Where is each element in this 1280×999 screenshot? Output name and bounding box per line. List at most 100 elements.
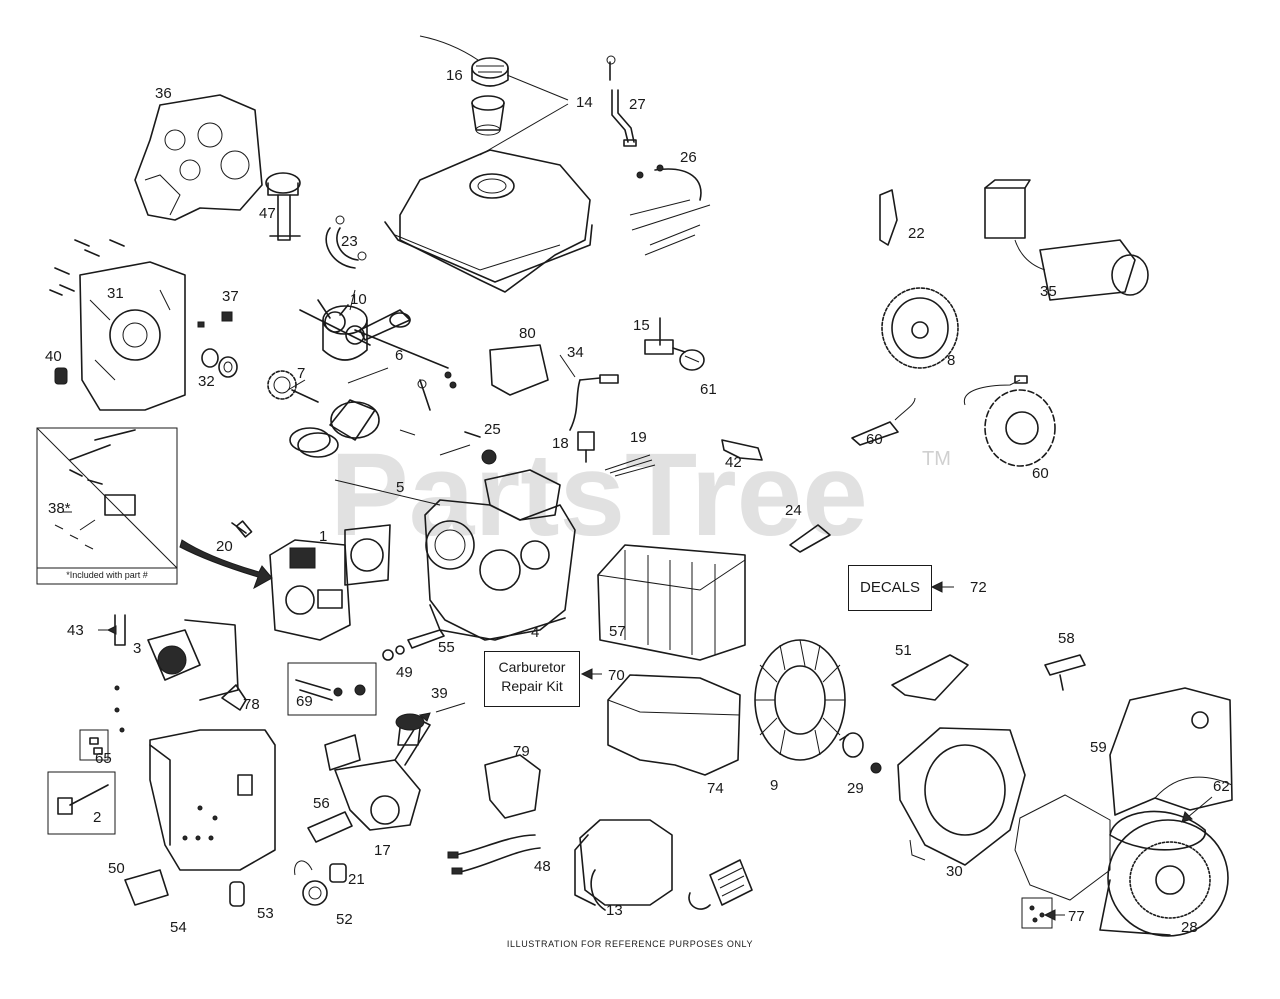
part-1-gasket	[344, 524, 391, 586]
part-53-switch	[229, 881, 245, 907]
part-50-shroud	[149, 729, 276, 871]
callout: 16	[446, 67, 463, 84]
callout: 7	[297, 365, 305, 382]
part-18-coil	[577, 431, 595, 463]
part-54-lever	[124, 869, 169, 906]
part-77-screws	[1021, 897, 1053, 929]
callout: 9	[770, 777, 778, 794]
callout: 56	[313, 795, 330, 812]
part-38-inset-box	[36, 427, 178, 585]
callout: 31	[107, 285, 124, 302]
callout: 60	[866, 431, 883, 448]
callout: 62	[1213, 778, 1230, 795]
part-39-knob	[395, 713, 425, 746]
callout: 79	[513, 743, 530, 760]
part-78-bracket	[221, 684, 247, 711]
callout: 27	[629, 96, 646, 113]
watermark-text: PartsTree	[330, 429, 868, 561]
part-16-strainer	[471, 95, 505, 136]
part-28-recoil-starter	[1099, 819, 1229, 937]
part-74-heat-shield	[607, 674, 741, 776]
callout: 50	[108, 860, 125, 877]
part-27-fuel-line	[606, 55, 637, 147]
part-34-sensor	[569, 374, 619, 431]
part-30-blower-housing	[897, 727, 1026, 866]
part-19-wires	[604, 454, 656, 477]
part-57-muffler-screen	[597, 544, 746, 661]
part-8-flywheel	[881, 287, 959, 369]
callout: 49	[396, 664, 413, 681]
part-65-clips	[79, 729, 109, 761]
part-60-stator	[963, 375, 1056, 467]
callout: 55	[438, 639, 455, 656]
callout: 30	[946, 863, 963, 880]
callout: 10	[350, 291, 367, 308]
callout: 42	[725, 454, 742, 471]
part-32-seal	[201, 348, 238, 378]
part-21-switch	[329, 863, 347, 883]
callout: 77	[1068, 908, 1085, 925]
part-29-hub	[839, 732, 882, 774]
callout: 5	[396, 479, 404, 496]
part-23-tube	[325, 215, 367, 269]
callout: 39	[431, 685, 448, 702]
part-56-bracket	[307, 811, 353, 843]
callout: 60	[1032, 465, 1049, 482]
callout: 17	[374, 842, 391, 859]
part-31-bolts	[49, 239, 125, 296]
part-36-gasket	[134, 94, 263, 221]
callout: 72	[970, 579, 987, 596]
callout: 22	[908, 225, 925, 242]
callout: 19	[630, 429, 647, 446]
callout: 70	[608, 667, 625, 684]
callout: 48	[534, 858, 551, 875]
callout: 37	[222, 288, 239, 305]
callout: 24	[785, 502, 802, 519]
callout: 40	[45, 348, 62, 365]
part-69-kit	[287, 662, 377, 716]
callout: 43	[67, 622, 84, 639]
part-3-spacer	[114, 619, 239, 733]
part-14-fuel-tank	[384, 149, 593, 293]
callout: 13	[606, 902, 623, 919]
part-13-guard	[709, 859, 753, 906]
callout: 14	[576, 94, 593, 111]
callout: 36	[155, 85, 172, 102]
part-24-clip	[789, 524, 831, 553]
callout: 61	[700, 381, 717, 398]
callout: 4	[531, 624, 539, 641]
callout: 1	[319, 528, 327, 545]
callout: 69	[296, 693, 313, 710]
part-42-bracket	[721, 439, 763, 461]
part-49-nuts	[382, 645, 405, 661]
callout: 28	[1181, 919, 1198, 936]
part-22-bracket	[879, 189, 898, 246]
callout: 53	[257, 905, 274, 922]
part-40-plug	[54, 367, 68, 385]
part-1-cylinder-head	[269, 539, 351, 641]
carb-box-line1: Carburetor	[498, 659, 566, 675]
part-37-clip	[197, 311, 233, 328]
part-55-stud	[407, 629, 445, 649]
part-47-dipstick	[265, 172, 301, 241]
part-58-handle	[1044, 654, 1086, 691]
part-25-nut	[464, 431, 497, 465]
callout: 34	[567, 344, 584, 361]
arrows	[106, 581, 1193, 921]
watermark-tm: TM	[922, 448, 951, 470]
callout: 29	[847, 780, 864, 797]
callout: 80	[519, 325, 536, 342]
callout: 15	[633, 317, 650, 334]
part-6-piston-rod	[354, 309, 457, 411]
callout: 57	[609, 623, 626, 640]
callout: 23	[341, 233, 358, 250]
carburetor-repair-kit-box: Carburetor Repair Kit	[484, 651, 580, 707]
part-2-plate	[47, 771, 116, 835]
callout: 54	[170, 919, 187, 936]
part-20-plug	[231, 520, 253, 538]
part-13-muffler	[574, 819, 711, 911]
callout: 18	[552, 435, 569, 452]
inset-arrow	[179, 539, 273, 590]
part-61-knob	[679, 349, 705, 371]
